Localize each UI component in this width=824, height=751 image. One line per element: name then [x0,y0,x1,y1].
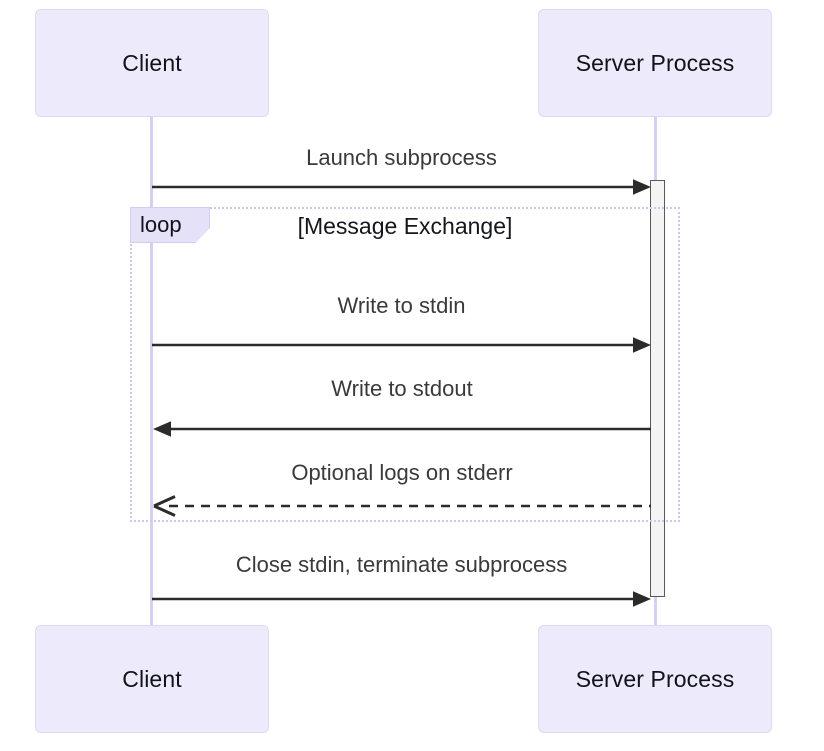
loop-fragment-tag-label: loop [140,212,182,237]
loop-fragment-title: [Message Exchange] [297,213,513,239]
message-arrow-close-stdin-terminate-subprocess [152,588,651,610]
loop-fragment-tag: loop [130,207,210,243]
participant-client-top-label: Client [122,49,182,76]
message-label-write-to-stdout: Write to stdout [331,376,473,401]
message-arrow-optional-logs-on-stderr [153,495,651,517]
message-label-launch-subprocess: Launch subprocess [306,145,497,170]
message-label-write-to-stdin: Write to stdin [337,293,466,318]
message-arrow-launch-subprocess [152,176,651,198]
lifeline-client [150,117,153,627]
participant-server-process-top-label: Server Process [575,49,735,76]
activation-bar-server [650,180,665,597]
participant-server-process-bottom[interactable]: Server Process [538,625,772,733]
message-arrow-write-to-stdout [153,418,651,440]
participant-server-process-top[interactable]: Server Process [538,9,772,117]
message-label-close-stdin-terminate-subprocess: Close stdin, terminate subprocess [235,552,568,577]
participant-client-bottom-label: Client [122,665,182,692]
loop-fragment [130,207,680,522]
participant-client-top[interactable]: Client [35,9,269,117]
participant-client-bottom[interactable]: Client [35,625,269,733]
message-label-optional-logs-on-stderr: Optional logs on stderr [291,460,513,485]
message-arrow-write-to-stdin [152,334,651,356]
participant-server-process-bottom-label: Server Process [575,665,735,692]
